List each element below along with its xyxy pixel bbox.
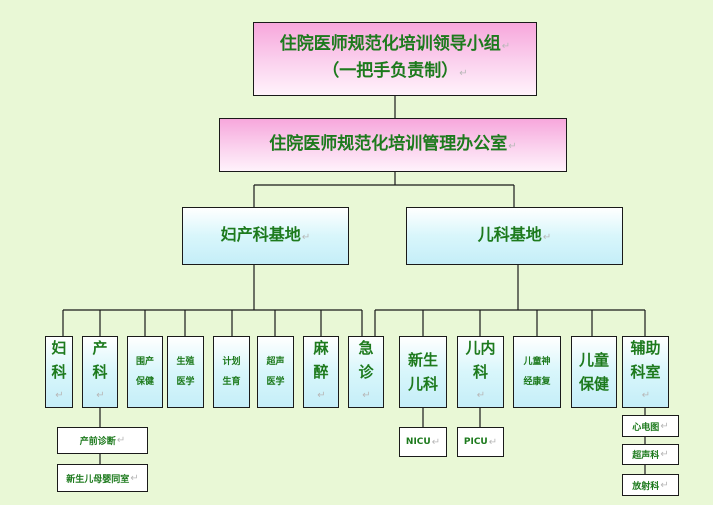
management-office-label: 住院医师规范化培训管理办公室 bbox=[269, 133, 508, 154]
sub-prenatal-diagnosis: 产前诊断↵ bbox=[57, 427, 148, 454]
leadership-group-box: 住院医师规范化培训领导小组↵ （一把手负责制）↵ bbox=[253, 22, 537, 96]
dept-neonatology: 新生 儿科 bbox=[399, 336, 447, 408]
dept-child-health: 儿童 保健 bbox=[571, 336, 617, 408]
dept-reproductive-medicine: 生殖 医学 bbox=[167, 336, 204, 408]
dept-perinatal-care: 围产 保健 bbox=[127, 336, 163, 408]
sub-nicu: NICU↵ bbox=[399, 427, 447, 457]
sub-ecg: 心电图↵ bbox=[622, 415, 679, 437]
sub-radiology: 放射科↵ bbox=[622, 474, 679, 496]
ob-base-label: 妇产科基地 bbox=[220, 224, 301, 244]
dept-emergency: 急 诊↵ bbox=[348, 336, 384, 408]
management-office-box: 住院医师规范化培训管理办公室↵ bbox=[219, 118, 567, 172]
sub-picu: PICU↵ bbox=[457, 427, 504, 457]
peds-base-box: 儿科基地↵ bbox=[406, 207, 623, 265]
dept-obstetrics: 产 科↵ bbox=[82, 336, 118, 408]
dept-anesthesia: 麻 醉↵ bbox=[303, 336, 339, 408]
dept-gynecology: 妇 科↵ bbox=[45, 336, 73, 408]
leadership-title: 住院医师规范化培训领导小组 bbox=[279, 34, 501, 54]
ob-base-box: 妇产科基地↵ bbox=[182, 207, 349, 265]
dept-pediatric-internal: 儿内 科↵ bbox=[457, 336, 504, 408]
dept-child-neuro-rehab: 儿童神 经康复 bbox=[513, 336, 561, 408]
peds-base-label: 儿科基地 bbox=[477, 224, 542, 244]
leadership-subtitle: （一把手负责制） bbox=[322, 61, 459, 81]
dept-auxiliary: 辅助 科室↵ bbox=[622, 336, 669, 408]
sub-ultrasound-dept: 超声科↵ bbox=[622, 444, 679, 465]
dept-ultrasound-medicine: 超声 医学 bbox=[257, 336, 294, 408]
dept-family-planning: 计划 生育 bbox=[213, 336, 250, 408]
sub-mother-baby-rooming: 新生儿母婴同室↵ bbox=[57, 464, 148, 492]
